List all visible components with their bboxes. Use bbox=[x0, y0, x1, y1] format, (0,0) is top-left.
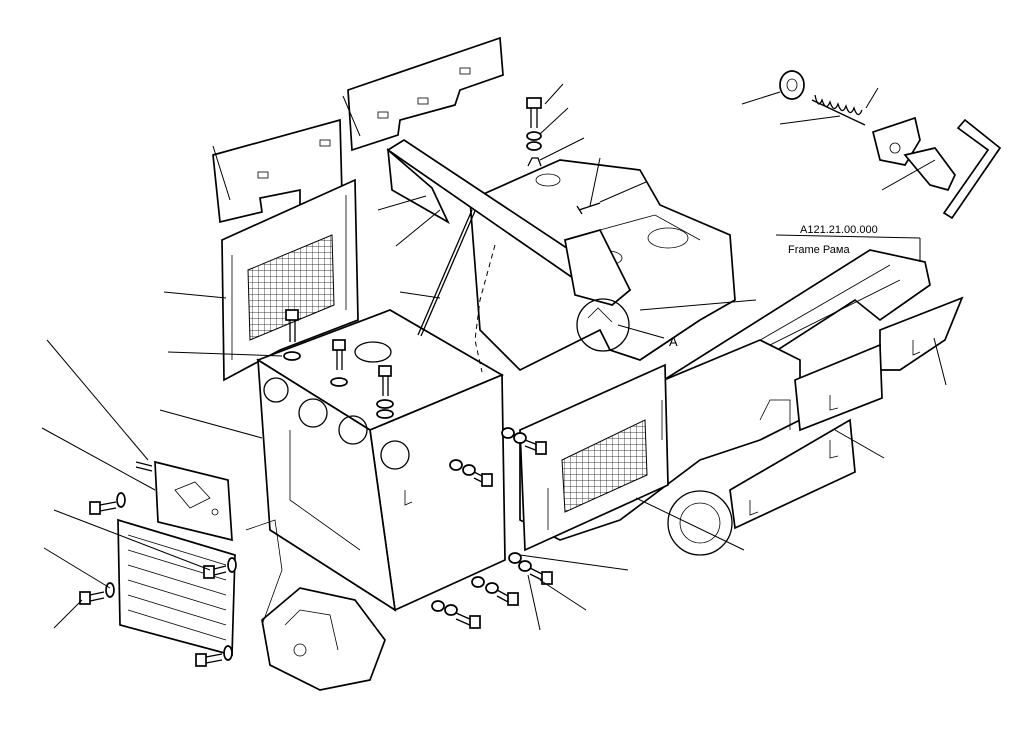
bolt-front-3 bbox=[195, 645, 233, 667]
top-hood-arm bbox=[386, 138, 632, 352]
lower-front-pedestal bbox=[245, 519, 386, 691]
u-bolt-top bbox=[527, 157, 542, 167]
bolt-cab-1 bbox=[283, 309, 301, 361]
pin-top bbox=[576, 202, 601, 215]
bolt-door-1 bbox=[501, 427, 547, 455]
detail-marker-a: A bbox=[669, 334, 678, 349]
bolt-front-4 bbox=[203, 557, 237, 579]
top-cover-plate-right bbox=[347, 36, 504, 152]
bolt-cab-3 bbox=[376, 365, 394, 419]
bolt-top bbox=[526, 97, 542, 128]
bolt-lower-1 bbox=[431, 600, 481, 629]
front-plate bbox=[154, 460, 233, 542]
latch-handle bbox=[903, 118, 1002, 220]
bolt-front-2 bbox=[79, 582, 115, 605]
washer-top-1 bbox=[526, 131, 542, 141]
leader-lines bbox=[41, 83, 947, 631]
washer-top-2 bbox=[526, 141, 542, 151]
frame-name-label: Frame Рама bbox=[788, 244, 850, 256]
gas-strut bbox=[417, 209, 476, 337]
latch-washer bbox=[779, 70, 805, 100]
right-side-panel-lower bbox=[729, 418, 856, 530]
front-grille bbox=[117, 518, 236, 657]
bolt-door-2 bbox=[449, 459, 493, 487]
hidden-outline bbox=[474, 244, 496, 373]
top-cover-plate-left bbox=[212, 118, 343, 224]
pin-front bbox=[135, 461, 153, 472]
latch-spring bbox=[811, 94, 866, 126]
bolt-front-1 bbox=[89, 492, 126, 515]
bolt-lower-2 bbox=[471, 576, 519, 606]
left-mesh-panel bbox=[221, 178, 359, 382]
frame-code-label: A121.21.00.000 bbox=[800, 224, 878, 236]
right-mesh-door bbox=[519, 363, 669, 552]
bolt-lower-3 bbox=[508, 552, 553, 585]
right-side-panel-middle bbox=[794, 343, 883, 432]
bolt-cab-2 bbox=[330, 339, 348, 387]
